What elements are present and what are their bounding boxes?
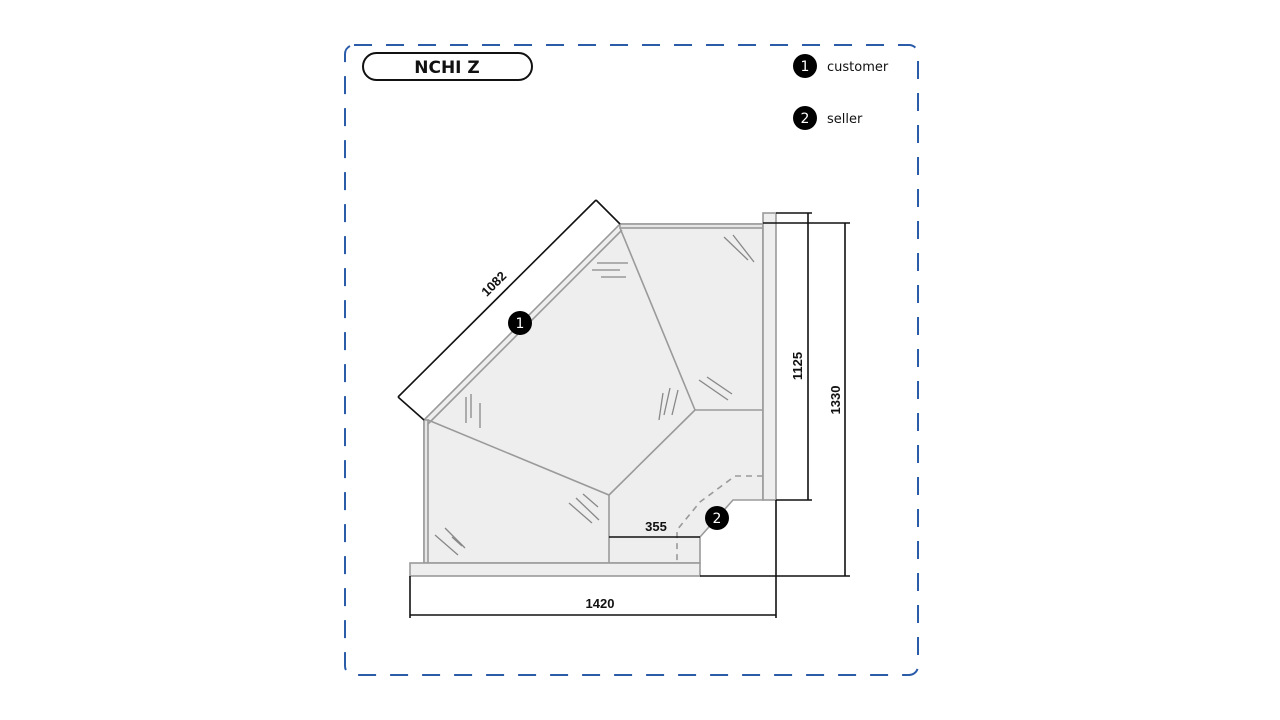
- dimension-inner-height: 1125: [790, 352, 805, 380]
- seller-zone-line: [676, 475, 763, 563]
- dashed-frame: [344, 44, 919, 676]
- legend-label: customer: [827, 60, 889, 75]
- marker-seller: 2: [705, 506, 729, 530]
- legend-number: 1: [801, 59, 810, 75]
- dimension-lines: [397, 199, 850, 618]
- legend-item-seller: 2 seller: [793, 106, 863, 130]
- legend: 1 customer 2 seller: [793, 54, 889, 130]
- glass-reflections: [434, 234, 755, 556]
- marker-number: 1: [516, 316, 525, 332]
- marker-customer: 1: [508, 311, 532, 335]
- dimension-total-height: 1330: [828, 386, 843, 415]
- counter-plan: [409, 212, 777, 577]
- marker-number: 2: [713, 511, 722, 527]
- dimension-opening: 355: [645, 519, 667, 534]
- legend-number: 2: [801, 111, 810, 127]
- title-badge: NCHI Z: [362, 52, 533, 81]
- legend-label: seller: [827, 112, 863, 127]
- dimension-diagonal: 1082: [478, 268, 509, 299]
- title: NCHI Z: [414, 58, 480, 78]
- dimension-width: 1420: [586, 596, 615, 611]
- legend-item-customer: 1 customer: [793, 54, 889, 78]
